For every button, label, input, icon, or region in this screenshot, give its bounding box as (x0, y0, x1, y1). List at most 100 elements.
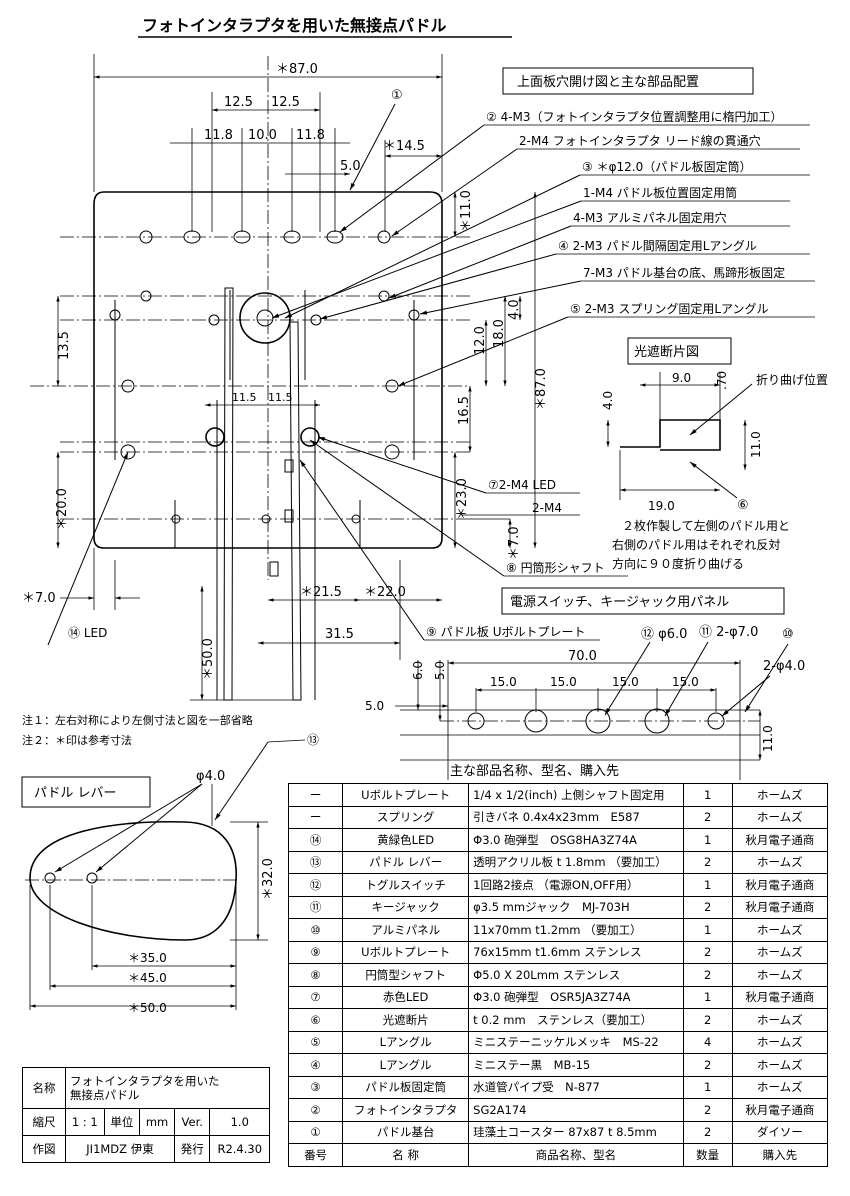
parts-cell: ⑤ (287, 1030, 344, 1054)
tb-name-value: フォトインタラプタを用いた 無接点パドル (65, 1067, 270, 1109)
parts-cell: 秋月電子通商 (731, 873, 829, 897)
parts-cell: ホームズ (731, 940, 829, 964)
tb-ver-value: 1.0 (209, 1108, 270, 1136)
parts-cell: 76x15mm t1.6mm ステンレス (468, 940, 684, 964)
callouts: 上面板穴開け図と主な部品配置 ① ② 4-M3（フォトインタラプタ位置調整用に楕… (22, 67, 815, 821)
svg-text:15.0: 15.0 (672, 675, 699, 689)
parts-cell: ホームズ (731, 1053, 829, 1077)
svg-text:⑦2-M4 LED: ⑦2-M4 LED (488, 478, 556, 492)
parts-header-cell: 番号 (287, 1143, 344, 1167)
svg-text:11.0: 11.0 (749, 431, 763, 458)
parts-cell: 1 (682, 985, 733, 1009)
parts-cell: パドル基台 (342, 1120, 470, 1144)
svg-text:13.5: 13.5 (57, 331, 72, 360)
svg-text:⑨ パドル板 Uボルトプレート: ⑨ パドル板 Uボルトプレート (426, 625, 586, 639)
svg-text:4-M3 アルミパネル固定用穴: 4-M3 アルミパネル固定用穴 (573, 210, 727, 225)
tb-date-value: R2.4.30 (209, 1135, 270, 1163)
parts-header-cell: 購入先 (731, 1143, 829, 1167)
svg-text:⑪ 2-φ7.0: ⑪ 2-φ7.0 (699, 625, 758, 640)
svg-text:2-φ4.0: 2-φ4.0 (763, 659, 805, 674)
fixing-tube (239, 292, 291, 344)
parts-cell: 4 (682, 1030, 733, 1054)
section-panel-box (501, 587, 785, 615)
parts-cell: 秋月電子通商 (731, 828, 829, 852)
svg-text:＊14.5: ＊14.5 (383, 139, 425, 154)
svg-text:＊35.0: ＊35.0 (128, 951, 167, 965)
panel-drawing: 70.0 15.0 15.0 15.0 15.0 6.0 5.0 5.0 11.… (365, 625, 805, 780)
svg-text:＊22.0: ＊22.0 (364, 585, 406, 600)
svg-text:⑤ 2-M3 スプリング固定用Lアングル: ⑤ 2-M3 スプリング固定用Lアングル (570, 301, 769, 316)
svg-text:方向に９０度折り曲げる: 方向に９０度折り曲げる (612, 556, 744, 571)
parts-cell: ⑧ (287, 963, 344, 987)
tb-name-label: 名称 (22, 1067, 66, 1109)
parts-cell: ⑦ (287, 985, 344, 1009)
svg-text:上面板穴開け図と主な部品配置: 上面板穴開け図と主な部品配置 (517, 75, 699, 90)
svg-text:12.5: 12.5 (224, 95, 253, 110)
parts-cell: Uボルトプレート (342, 783, 470, 807)
tb-unit-value: mm (139, 1108, 175, 1136)
svg-text:1-M4 パドル板位置固定用筒: 1-M4 パドル板位置固定用筒 (583, 185, 737, 200)
svg-text:5.0: 5.0 (340, 159, 361, 174)
parts-cell: ホームズ (731, 918, 829, 942)
parts-cell: 2 (682, 940, 733, 964)
parts-cell: Lアングル (342, 1053, 470, 1077)
parts-cell: ー (287, 783, 344, 807)
parts-cell: ① (287, 1120, 344, 1144)
svg-text:＊87.0: ＊87.0 (276, 62, 318, 77)
parts-cell: 円筒型シャフト (342, 963, 470, 987)
parts-cell: ③ (287, 1075, 344, 1099)
parts-cell: 秋月電子通商 (731, 985, 829, 1009)
svg-text:＊23.0: ＊23.0 (455, 478, 470, 520)
parts-cell: ミニステー黒 MB-15 (468, 1053, 684, 1077)
svg-text:2-M4 フォトインタラプタ リード線の貫通穴: 2-M4 フォトインタラプタ リード線の貫通穴 (519, 133, 761, 148)
svg-text:19.0: 19.0 (648, 499, 675, 513)
parts-header-cell: 名 称 (342, 1143, 470, 1167)
lever-shape (29, 820, 237, 941)
parts-cell: 赤色LED (342, 985, 470, 1009)
parts-cell: ⑬ (287, 850, 344, 874)
svg-text:5.0: 5.0 (365, 699, 384, 713)
tb-author-value: JI1MDZ 伊東 (65, 1135, 175, 1163)
svg-text:右側のパドル用はそれぞれ反対: 右側のパドル用はそれぞれ反対 (612, 537, 780, 552)
svg-text:11.8: 11.8 (204, 128, 233, 143)
parts-cell: パドル板固定筒 (342, 1075, 470, 1099)
lever-drawing: パドル レバー φ4.0 ＊32.0 ＊35.0 ＊45.0 ＊50.0 (21, 769, 276, 1015)
parts-cell: φ3.5 mmジャック MJ-703H (468, 895, 684, 919)
svg-text:.70: .70 (715, 371, 729, 390)
top-plate-drawing (30, 56, 470, 701)
parts-cell: ⑫ (287, 873, 344, 897)
svg-text:φ4.0: φ4.0 (196, 769, 225, 784)
svg-text:＊50.0: ＊50.0 (201, 638, 216, 680)
parts-cell: キージャック (342, 895, 470, 919)
parts-cell: 2 (682, 963, 733, 987)
svg-text:注１：左右対称により左側寸法と図を一部省略: 注１：左右対称により左側寸法と図を一部省略 (22, 713, 253, 727)
parts-cell: 光遮断片 (342, 1008, 470, 1032)
svg-text:①: ① (391, 88, 403, 103)
parts-cell: パドル レバー (342, 850, 470, 874)
plate-outline (93, 191, 443, 549)
svg-text:光遮断片図: 光遮断片図 (634, 344, 699, 360)
parts-cell: 水道管パイプ受 N-877 (468, 1075, 684, 1099)
parts-cell: 2 (682, 1053, 733, 1077)
shutter-drawing: 光遮断片図 9.0 .70 折り曲げ位置 4.0 11.0 19.0 ⑥ ２枚作… (601, 337, 828, 571)
parts-header-cell: 商品名称、型名 (468, 1143, 684, 1167)
parts-cell: 1/4 x 1/2(inch) 上側シャフト固定用 (468, 783, 684, 807)
parts-header-cell: 数量 (682, 1143, 733, 1167)
parts-cell: ④ (287, 1053, 344, 1077)
svg-text:＊87.0: ＊87.0 (534, 368, 549, 410)
svg-text:31.5: 31.5 (325, 627, 354, 642)
parts-cell: t 0.2 mm ステンレス（要加工） (468, 1008, 684, 1032)
svg-text:2-M4: 2-M4 (532, 501, 562, 515)
section-top-box (502, 67, 754, 95)
svg-text:＊21.5: ＊21.5 (300, 585, 342, 600)
parts-cell: 11x70mm t1.2mm （要加工） (468, 918, 684, 942)
title-block: 名称 フォトインタラプタを用いた 無接点パドル 縮尺 1 : 1 単位 mm V… (22, 1067, 270, 1163)
